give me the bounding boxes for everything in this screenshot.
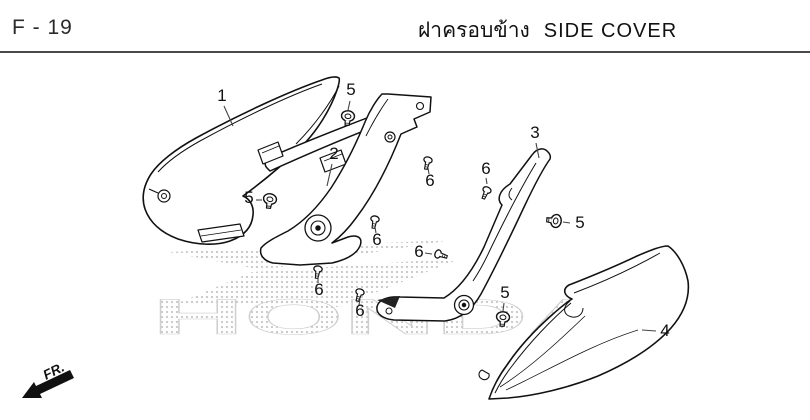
callout-label-6: 6 xyxy=(481,159,491,178)
page-title-english: SIDE COVER xyxy=(543,20,678,42)
callout-label-6: 6 xyxy=(414,242,424,261)
callout-label-5: 5 xyxy=(244,188,254,207)
callout-label-6: 6 xyxy=(425,171,435,190)
front-direction-marker: FR. xyxy=(22,359,74,398)
front-arrow-icon xyxy=(22,370,74,398)
callout-label-2: 2 xyxy=(329,144,339,163)
screw-6-icon xyxy=(478,184,493,202)
callout-label-5: 5 xyxy=(500,283,510,302)
callout-label-6: 6 xyxy=(372,230,382,249)
page-title-thai: ฝาครอบข้าง xyxy=(418,19,530,42)
part-2-side-cover-inner xyxy=(257,93,432,266)
part-4-side-cover-right xyxy=(478,245,690,400)
page-title: ฝาครอบข้าง SIDE COVER xyxy=(418,14,677,47)
part-3-cover-strip xyxy=(376,148,552,322)
callout-label-3: 3 xyxy=(530,123,540,142)
header-divider xyxy=(0,51,810,53)
screw-6-icon xyxy=(368,214,381,230)
callout-label-4: 4 xyxy=(660,321,670,340)
callout-label-5: 5 xyxy=(346,80,356,99)
page-code: F - 19 xyxy=(12,16,73,39)
screw-6-icon xyxy=(420,155,434,171)
callout-label-6: 6 xyxy=(314,280,324,299)
part-1-side-cover-left xyxy=(142,76,341,245)
callout-leader-lines xyxy=(223,100,657,332)
callout-label-5: 5 xyxy=(575,213,585,232)
callout-label-1: 1 xyxy=(217,86,227,105)
callout-label-6: 6 xyxy=(355,301,365,320)
screw-5-icon xyxy=(544,212,563,230)
screw-5-icon xyxy=(260,191,279,211)
